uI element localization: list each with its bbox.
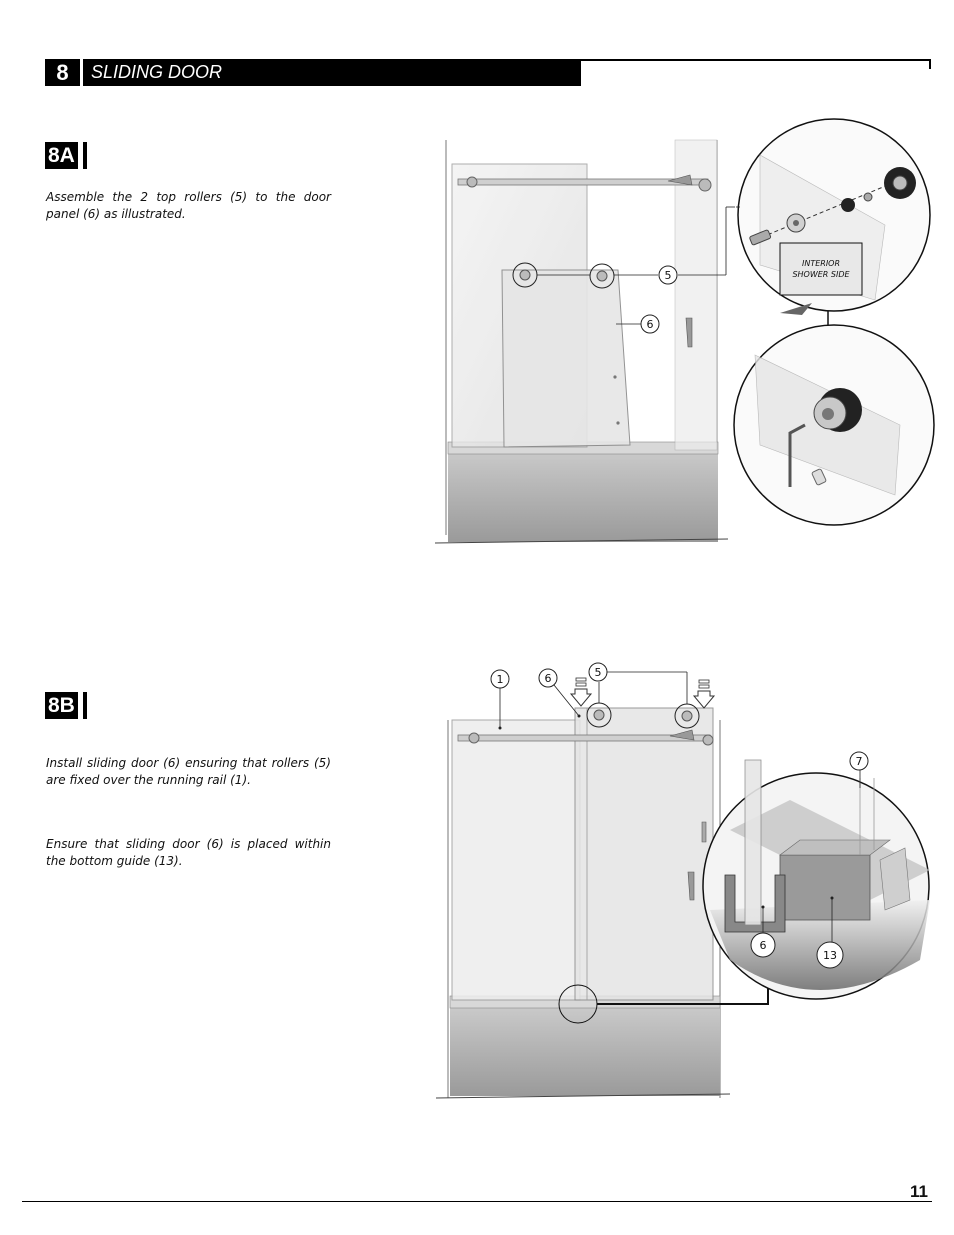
footer-rule bbox=[22, 1201, 932, 1202]
step-badge-edge bbox=[82, 692, 87, 719]
shower-head-icon bbox=[667, 174, 693, 186]
running-rail bbox=[457, 178, 709, 186]
door-handle-icon bbox=[687, 871, 695, 901]
callout-label: 13 bbox=[823, 949, 837, 962]
section-title: SLIDING DOOR bbox=[83, 59, 581, 86]
sliding-door-panel bbox=[574, 707, 714, 1001]
door-glass-edge bbox=[744, 759, 762, 926]
step-badge-edge bbox=[82, 142, 87, 169]
interior-label-line2: SHOWER SIDE bbox=[792, 270, 850, 279]
figure-8b-illustration: 1 6 5 7 6 13 bbox=[435, 662, 930, 1099]
header-rule-tick bbox=[929, 59, 931, 69]
header-rule bbox=[581, 59, 931, 61]
step-8a-heading: 8A bbox=[45, 142, 87, 169]
figure-8a-illustration: 5 6 INTERIOR SHOWER SIDE bbox=[434, 118, 935, 544]
callout-label: 1 bbox=[497, 673, 504, 686]
fixed-glass-panel bbox=[451, 719, 581, 1001]
callout-label: 5 bbox=[665, 269, 672, 282]
callout-label: 6 bbox=[647, 318, 654, 331]
step-8b-heading: 8B bbox=[45, 692, 87, 719]
callout-label: 6 bbox=[760, 939, 767, 952]
step-8b-instruction-1: Install sliding door (6) ensuring that r… bbox=[46, 756, 331, 787]
interior-side-label-box bbox=[779, 242, 863, 296]
roller-highlight bbox=[589, 263, 615, 289]
allen-key-icon bbox=[788, 423, 806, 487]
door-handle-icon bbox=[685, 317, 693, 348]
down-arrow-icon bbox=[569, 677, 593, 707]
callout-label: 6 bbox=[545, 672, 552, 685]
down-arrow-icon bbox=[692, 679, 716, 709]
page-number: 11 bbox=[910, 1182, 928, 1201]
callout-label: 7 bbox=[856, 755, 863, 768]
bottom-guide bbox=[779, 854, 871, 921]
bathtub bbox=[448, 452, 718, 542]
section-number: 8 bbox=[45, 59, 80, 86]
step-badge-8a: 8A bbox=[45, 142, 78, 169]
step-8a-instruction: Assemble the 2 top rollers (5) to the do… bbox=[46, 190, 331, 221]
step-8b-instruction-2: Ensure that sliding door (6) is placed w… bbox=[46, 837, 331, 868]
step-badge-8b: 8B bbox=[45, 692, 78, 719]
bathtub bbox=[450, 1008, 720, 1096]
door-panel bbox=[501, 269, 631, 448]
callout-label: 5 bbox=[595, 666, 602, 679]
interior-label-line1: INTERIOR bbox=[802, 259, 840, 268]
shower-head-icon bbox=[669, 729, 695, 741]
